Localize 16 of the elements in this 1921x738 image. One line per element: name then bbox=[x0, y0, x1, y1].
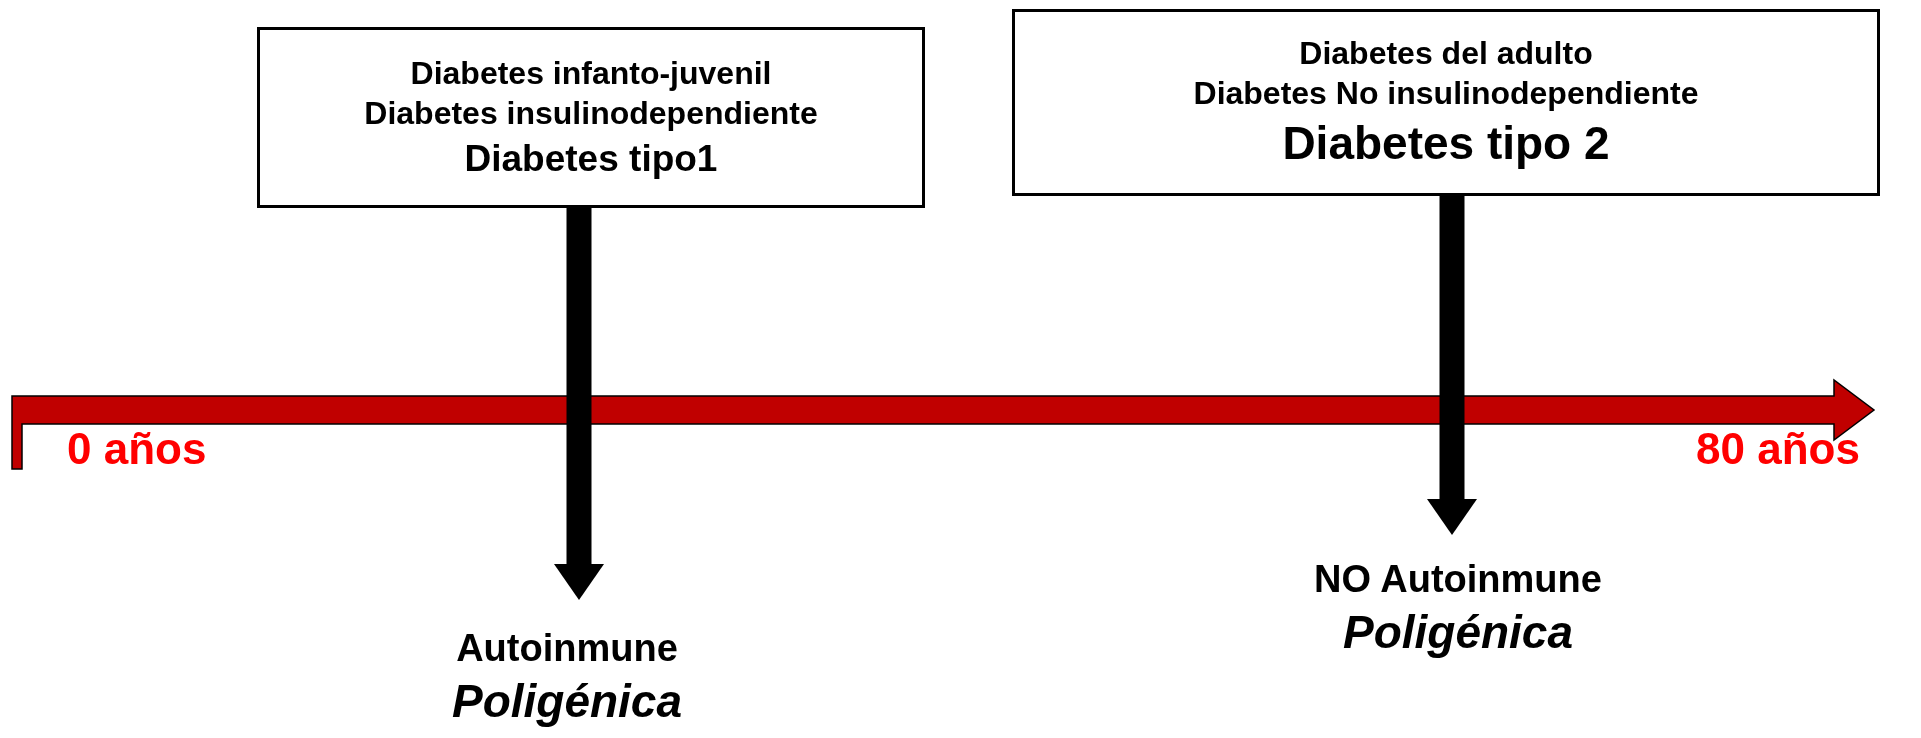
diabetes-type-name: Diabetes No insulinodependiente bbox=[1193, 73, 1699, 113]
diabetes-type-name: Diabetes tipo 2 bbox=[1282, 116, 1610, 172]
text-box bbox=[1012, 9, 1880, 196]
age-label: 80 años bbox=[1696, 424, 1860, 474]
classification-text: Autoinmune bbox=[456, 626, 678, 671]
diabetes-type-name: Diabetes tipo1 bbox=[464, 136, 718, 181]
diabetes-type-name: Diabetes del adulto bbox=[1299, 33, 1593, 72]
text-box bbox=[257, 27, 925, 208]
diabetes-type-name: Diabetes insulinodependiente bbox=[364, 94, 818, 133]
classification-text: Poligénica bbox=[451, 673, 683, 729]
age-label: 0 años bbox=[67, 424, 207, 474]
arrow bbox=[554, 208, 604, 600]
arrow bbox=[1427, 196, 1477, 535]
diabetes-type-name: Diabetes infanto-juvenil bbox=[410, 53, 772, 93]
classification-text: Poligénica bbox=[1342, 604, 1574, 660]
classification-text: NO Autoinmune bbox=[1314, 557, 1602, 602]
